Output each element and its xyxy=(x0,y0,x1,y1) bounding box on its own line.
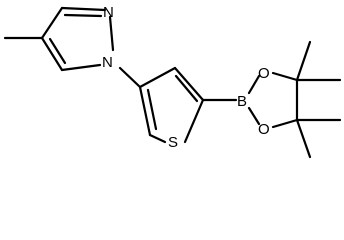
n1-thiophene-bond xyxy=(118,66,142,89)
atom-b: B xyxy=(237,93,247,110)
thiophene-bond-c5-c4-inner xyxy=(146,88,158,131)
atom-n-lower: N xyxy=(102,54,113,71)
thiophene-bond-c3-c2 xyxy=(173,66,205,102)
boron-o-lower-bond xyxy=(247,106,261,126)
thiophene-bond-c2-s xyxy=(183,98,205,144)
thiophene-bond-c3-c2-inner xyxy=(174,74,199,103)
structure-svg: N N S B O O xyxy=(3,4,342,159)
pyrazole-bond-c5-c4 xyxy=(40,36,64,72)
thiophene-bond-s-c5 xyxy=(148,133,167,144)
o-lower-c-bond xyxy=(271,118,299,129)
atom-s: S xyxy=(168,134,178,151)
pyrazole-bond-c5-c4-inner xyxy=(48,37,67,65)
pyrazole-bond-n1-c5 xyxy=(60,63,102,72)
atom-o-upper: O xyxy=(258,65,270,82)
pyrazole-bond-c4-c3 xyxy=(40,6,64,40)
pyrazole-bond-n2-n1 xyxy=(108,15,115,52)
thiophene-bond-c5-c4 xyxy=(138,85,152,137)
pyrazole-bond-c3-n2-inner xyxy=(63,13,103,18)
thiophene-bond-c4-c3 xyxy=(138,66,177,89)
boron-o-upper-bond xyxy=(247,74,261,95)
lower-methyl-bottom-bond xyxy=(295,118,312,159)
chemical-structure-diagram: N N S B O O xyxy=(3,4,342,159)
o-upper-c-bond xyxy=(271,71,299,82)
atom-o-lower: O xyxy=(258,121,270,138)
upper-methyl-top-bond xyxy=(295,40,312,82)
pyrazole-bond-c3-n2 xyxy=(60,6,107,12)
atom-n-upper: N xyxy=(103,4,114,21)
